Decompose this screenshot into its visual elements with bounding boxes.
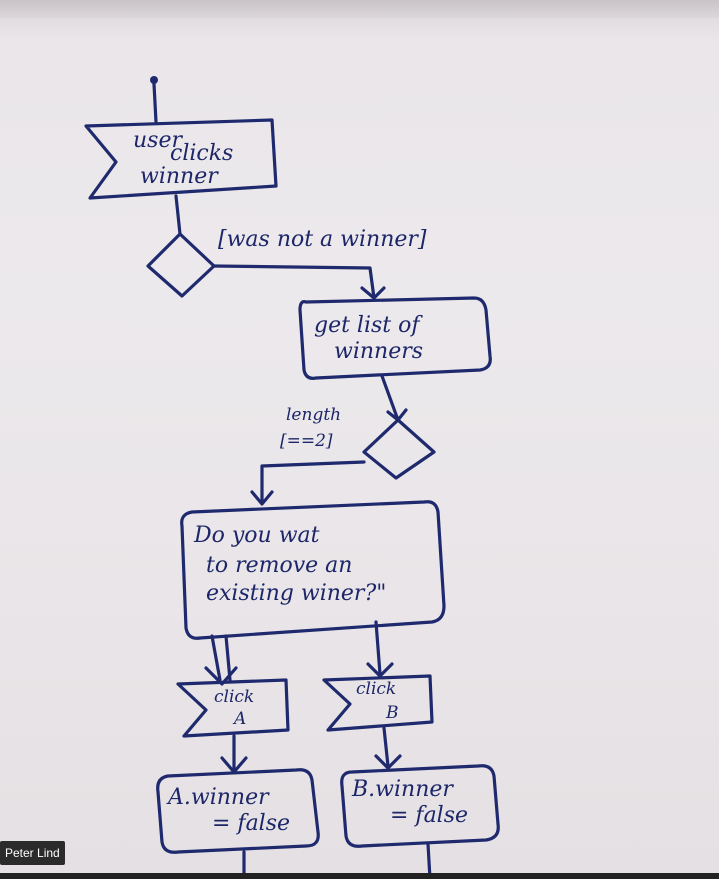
event-click-a — [176, 678, 290, 738]
flow-decision-to-list — [212, 264, 376, 300]
list-line-1: get list of — [314, 313, 423, 338]
flow-prompt-to-click-b — [374, 620, 382, 676]
participant-name-tag: Peter Lind — [0, 841, 65, 865]
flow-event-to-decision — [174, 194, 182, 236]
event-line-1: user — [133, 128, 183, 153]
event-click-b — [322, 674, 434, 732]
flow-start — [152, 82, 158, 124]
guard-length-condition: [==2] — [280, 431, 333, 451]
event-user-clicks-winner — [84, 118, 278, 200]
arrowhead-1 — [360, 286, 386, 300]
guard-length-label: length — [286, 405, 341, 425]
paper-top-edge — [0, 0, 719, 18]
click-a-line-1: click — [214, 687, 254, 707]
arrowhead-a — [204, 666, 238, 686]
click-b-line-1: click — [356, 679, 396, 699]
flow-click-b-to-action — [382, 726, 390, 768]
click-a-line-2: A — [232, 709, 246, 729]
prompt-line-1: Do you wat — [193, 523, 320, 548]
arrowhead-3 — [250, 490, 274, 506]
start-node — [150, 76, 158, 84]
arrowhead-5 — [374, 754, 402, 770]
action-b-winner-false — [340, 764, 500, 848]
flow-list-to-decision — [380, 374, 400, 422]
event-line-2: clicks — [170, 141, 233, 166]
event-line-3: winner — [140, 164, 219, 189]
action-a-line-2: = false — [212, 811, 290, 836]
video-bottom-bar — [0, 873, 719, 879]
guard-not-winner: [was not a winner] — [218, 227, 427, 252]
list-line-2: winners — [334, 339, 423, 364]
decision-diamond-2 — [362, 418, 436, 480]
action-get-list-winners — [298, 296, 492, 380]
decision-diamond-1 — [146, 232, 216, 298]
action-prompt-remove-winner — [180, 500, 446, 640]
action-b-line-1: B.winner — [351, 777, 454, 802]
flow-decision-to-prompt — [260, 460, 366, 504]
click-b-line-2: B — [385, 703, 399, 723]
prompt-line-2: to remove an — [206, 553, 352, 578]
prompt-line-3: existing winer?" — [206, 581, 386, 606]
arrowhead-b — [366, 662, 394, 678]
action-a-line-1: A.winner — [166, 785, 270, 810]
action-a-winner-false — [156, 768, 320, 854]
action-b-line-2: = false — [390, 803, 468, 828]
flow-prompt-to-click-a — [210, 634, 232, 682]
